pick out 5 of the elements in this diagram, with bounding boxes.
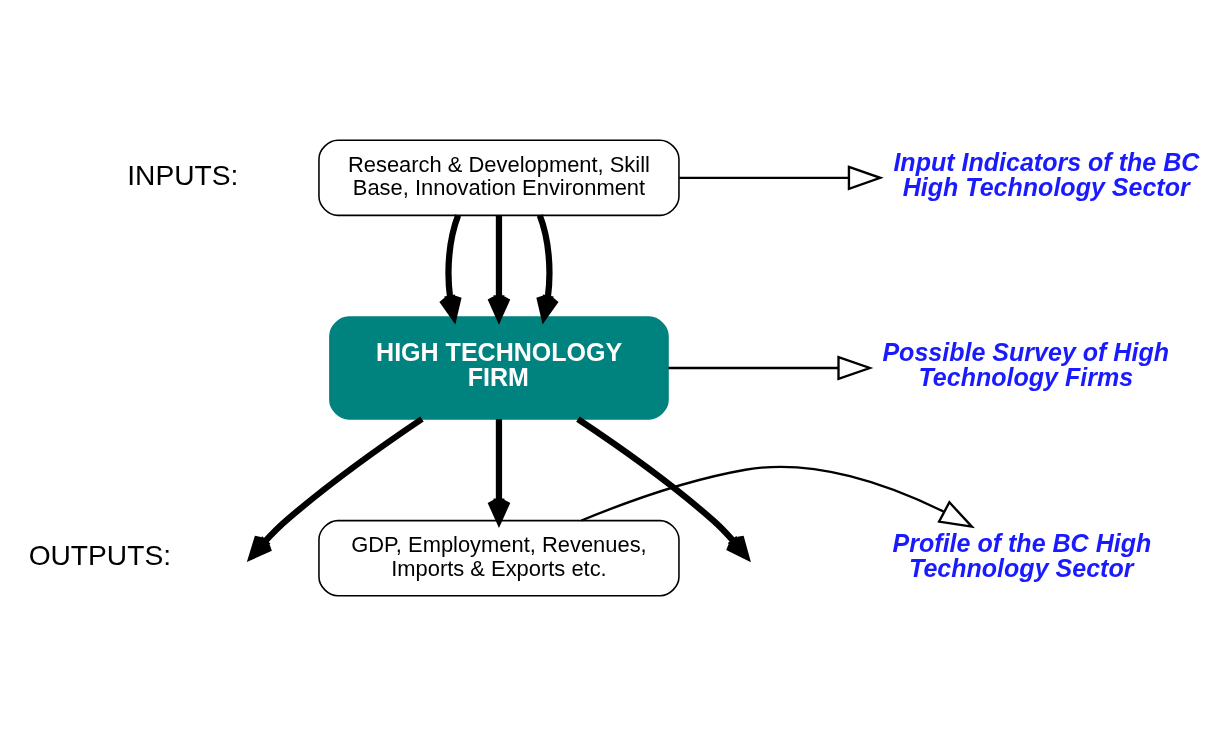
- label: OUTPUTS:: [28, 539, 172, 572]
- node-text: Profile of the BC High Technology Sector: [892, 528, 1152, 582]
- node-text: Input Indicators of the BC High Technology Sector: [893, 148, 1200, 202]
- node-text: Possible Survey of High Technology Firms: [882, 338, 1169, 392]
- label: INPUTS:: [127, 158, 239, 191]
